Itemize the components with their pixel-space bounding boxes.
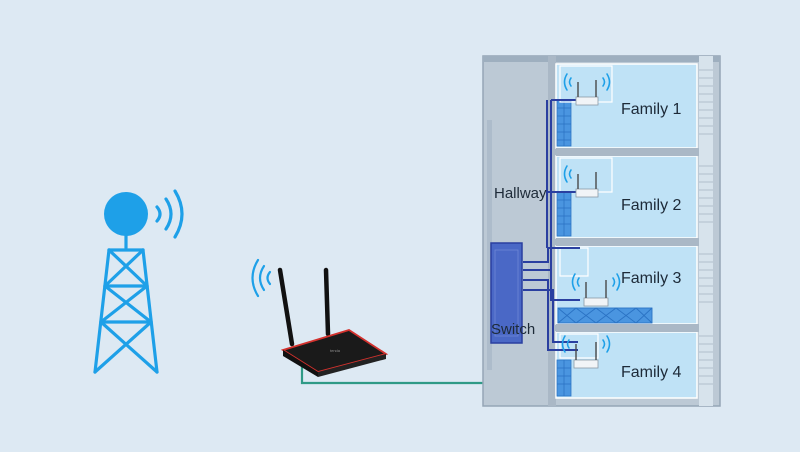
router-icon: tenda (277, 267, 389, 377)
room-label-family-1: Family 1 (621, 101, 682, 118)
wireless-access-point-icon (583, 280, 609, 307)
wifi-signal-icon (155, 189, 184, 239)
wifi-signal-icon (251, 258, 272, 298)
switch-label: Switch (491, 321, 536, 338)
building (482, 55, 721, 407)
room-label-family-3: Family 3 (621, 270, 682, 287)
wireless-access-point-icon (575, 172, 599, 198)
wifi-signal-icon (563, 165, 572, 183)
counter (557, 307, 653, 324)
network-cables (523, 99, 582, 351)
hallway-label: Hallway (494, 185, 547, 202)
room-label-family-2: Family 2 (621, 197, 682, 214)
network-switch-icon (490, 242, 523, 344)
svg-text:tenda: tenda (330, 348, 341, 353)
wifi-signal-icon (571, 273, 621, 291)
hallway-area (487, 62, 550, 402)
wireless-access-point-icon (575, 80, 599, 106)
shelf (556, 99, 572, 397)
room-label-family-4: Family 4 (621, 364, 682, 381)
wireless-access-point-icon (573, 342, 599, 369)
wifi-signal-icon (561, 335, 611, 353)
window-column (699, 69, 713, 385)
cell-tower-icon (93, 192, 159, 374)
wifi-signal-icon (563, 73, 611, 91)
room-family-1 (555, 63, 698, 149)
